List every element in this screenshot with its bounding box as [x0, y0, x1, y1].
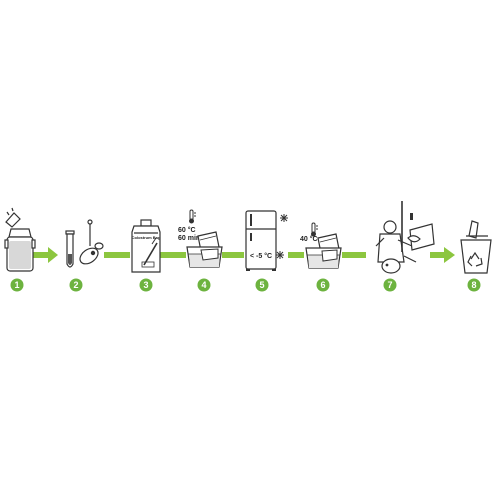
collection-bag-icon	[131, 219, 161, 273]
freezer-icon	[245, 210, 277, 271]
step-badge: 8	[467, 278, 481, 292]
step6-temp-label: 40 °C	[300, 235, 318, 243]
connectors	[33, 247, 455, 263]
step-badge: 6	[316, 278, 330, 292]
svg-text:4: 4	[201, 280, 206, 290]
connector-4-5	[222, 252, 244, 258]
step-badge: 1	[10, 278, 24, 292]
connector-6-7	[342, 252, 366, 258]
snowflake-icon	[280, 214, 288, 222]
step-badge: 2	[69, 278, 83, 292]
connector-5-6	[288, 252, 304, 258]
arrow-1-2	[33, 247, 58, 263]
bag-label: Colostrum Bag	[132, 235, 161, 240]
svg-text:8: 8	[471, 280, 476, 290]
step-badge: 4	[197, 278, 211, 292]
feeding-calf-icon	[375, 201, 435, 274]
svg-text:2: 2	[73, 280, 78, 290]
connector-2-3	[104, 252, 130, 258]
connector-3-4	[160, 252, 186, 258]
svg-text:3: 3	[143, 280, 148, 290]
step4-temp-label: 60 °C	[178, 226, 196, 234]
svg-text:1: 1	[14, 280, 19, 290]
thermometer-icon	[189, 209, 196, 224]
thermometer-icon	[311, 222, 318, 237]
step-badge: 7	[383, 278, 397, 292]
water-bath-icon	[186, 231, 223, 268]
step-badge: 3	[139, 278, 153, 292]
arrow-7-8	[430, 247, 455, 263]
milk-can-icon	[4, 207, 36, 272]
sample-tube-icon	[65, 219, 104, 268]
svg-text:5: 5	[259, 280, 264, 290]
snowflake-icon	[276, 251, 284, 259]
step-badges: 1 2 3 4 5 6 7 8	[10, 278, 481, 292]
water-bath-icon	[305, 233, 342, 269]
svg-text:7: 7	[387, 280, 392, 290]
svg-text:6: 6	[320, 280, 325, 290]
step-badge: 5	[255, 278, 269, 292]
recycle-bin-icon	[460, 220, 492, 274]
step4-time-label: 60 min	[178, 235, 200, 242]
step5-temp-label: < -5 °C	[250, 252, 272, 260]
